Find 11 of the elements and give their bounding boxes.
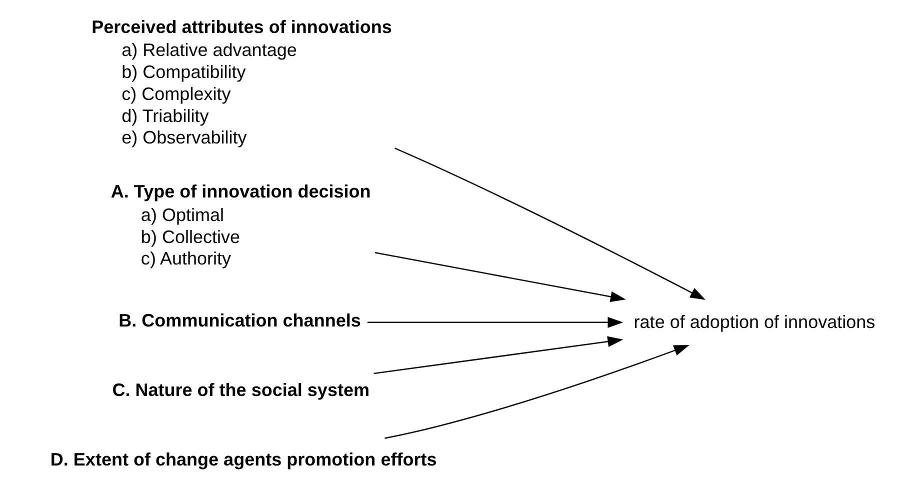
arrow xyxy=(384,345,690,439)
arrow xyxy=(374,252,626,302)
node-text: A. Type of innovation decision a) Optimal b) Collective c) Authority xyxy=(110,182,371,269)
node-text: D. Extent of change agents promotion efforts xyxy=(50,450,437,470)
arrow xyxy=(367,317,624,328)
node-text: C. Nature of the social system xyxy=(112,380,370,400)
arrow xyxy=(374,336,624,374)
arrow xyxy=(394,148,706,300)
node-text: rate of adoption of innovations xyxy=(634,312,876,332)
node-text: B. Communication channels xyxy=(118,310,361,331)
node-text: Perceived attributes of innovations a) Relative advantage b) Compatibility c) Complexity d) Triability e) Observability xyxy=(92,16,392,148)
